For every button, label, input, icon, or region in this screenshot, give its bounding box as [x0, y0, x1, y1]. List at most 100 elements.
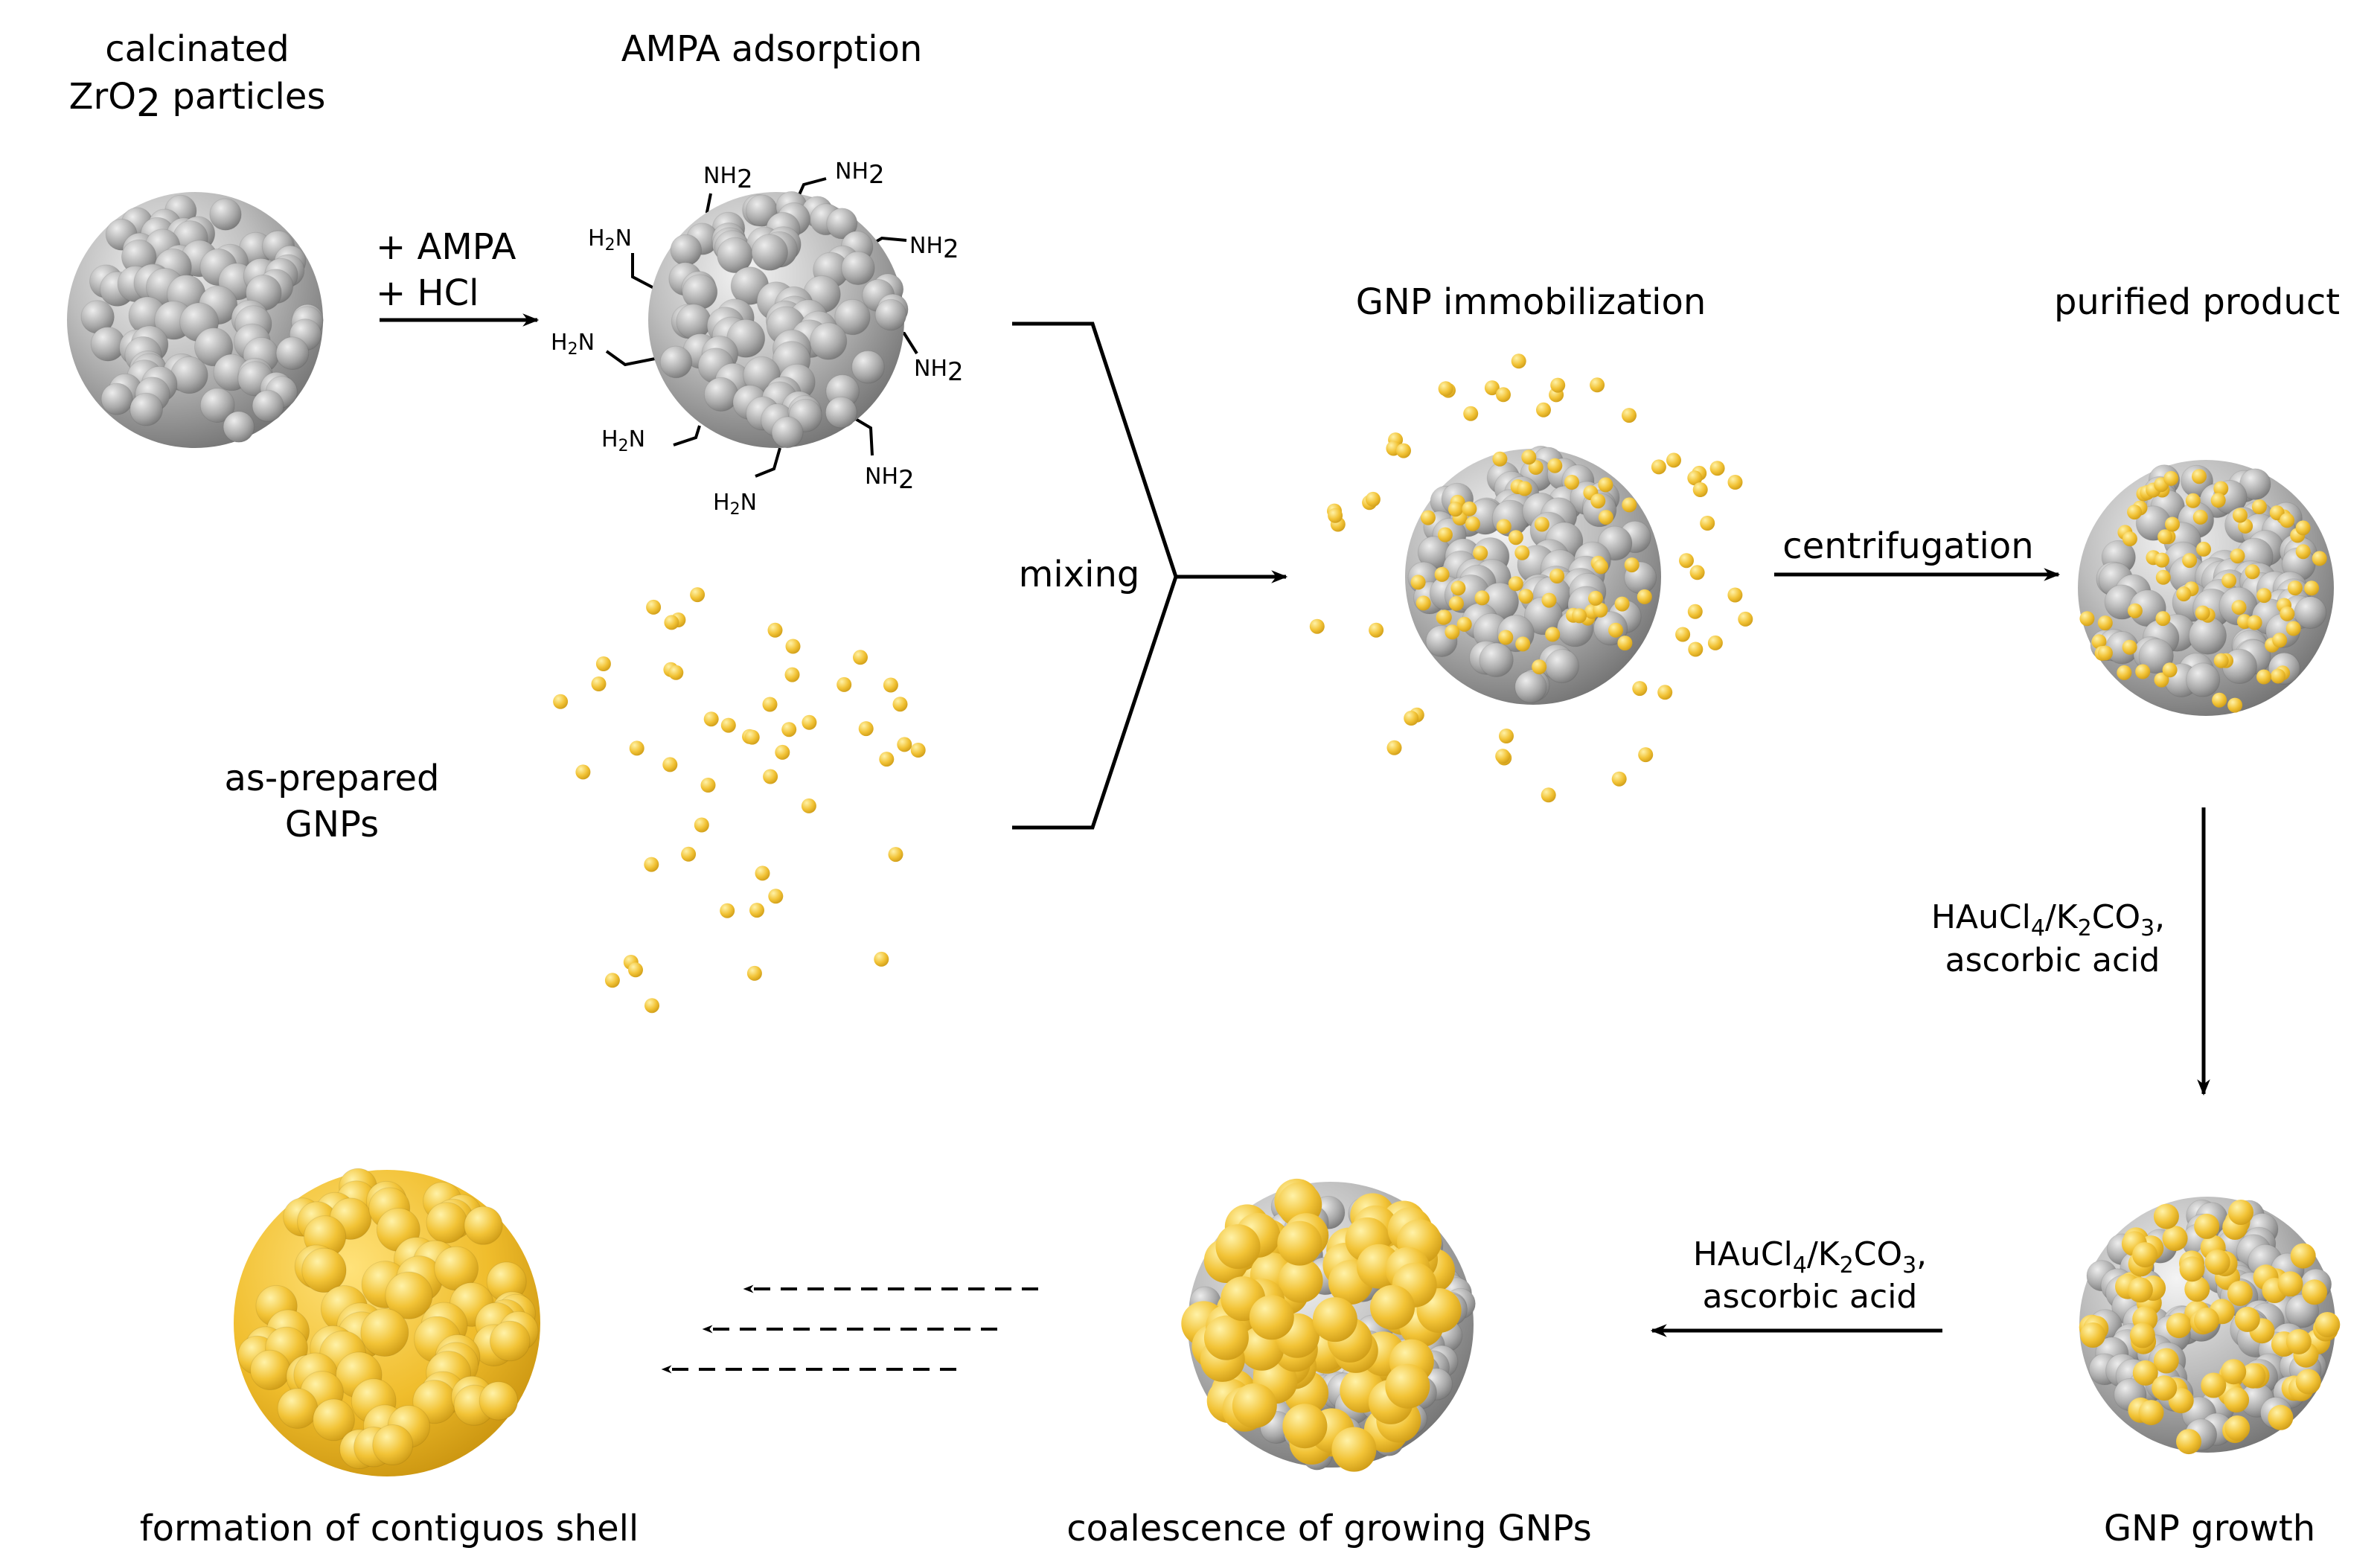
- gold-nanoparticle: [2152, 1375, 2178, 1401]
- gold-nanoparticle: [802, 714, 817, 730]
- bead: [841, 251, 875, 286]
- gold-nanoparticle: [1511, 353, 1526, 369]
- reagent-haucl-sub: 4: [2031, 915, 2045, 941]
- gold-nanoparticle: [1484, 380, 1500, 396]
- bead: [659, 345, 693, 379]
- gold-nanoparticle: [883, 677, 898, 693]
- bead: [676, 304, 711, 339]
- gold-nanoparticle: [2196, 541, 2211, 557]
- gold-nanoparticle: [1632, 681, 1648, 697]
- bead: [250, 1349, 291, 1391]
- zro2-particle: [67, 192, 324, 448]
- gold-nanoparticle: [763, 769, 778, 784]
- gold-nanoparticle: [2166, 1313, 2192, 1339]
- bead: [252, 389, 284, 422]
- calcinated-label: calcinated: [105, 28, 289, 70]
- gold-nanoparticle: [2272, 633, 2288, 648]
- gold-nanoparticle: [1396, 443, 1411, 458]
- gold-nanoparticle: [1689, 565, 1705, 580]
- gold-nanoparticle: [1437, 527, 1453, 543]
- gold-nanoparticle: [1541, 787, 1556, 803]
- gold-nanoparticle: [2213, 653, 2229, 668]
- gold-nanoparticle: [2224, 1415, 2251, 1441]
- bead: [489, 1320, 531, 1362]
- gold-nanoparticle: [874, 951, 889, 967]
- bead: [834, 298, 871, 336]
- purified-product-label: purified product: [2054, 281, 2340, 323]
- bead: [809, 322, 848, 360]
- bead: [670, 234, 703, 266]
- as-prepared-gnps: [553, 587, 926, 1014]
- gold-nanoparticle: [1598, 510, 1613, 525]
- gold-nanoparticle: [2165, 516, 2180, 532]
- gold-nanoparticle: [2212, 692, 2227, 708]
- gold-nanoparticle: [2302, 1279, 2327, 1305]
- gold-nanoparticle: [2117, 665, 2132, 680]
- bead: [372, 1424, 414, 1465]
- gold-nanoparticle: [591, 676, 607, 691]
- particles-text: particles: [161, 76, 325, 118]
- gold-nanoparticle: [2129, 1322, 2155, 1348]
- gnp-immobilization-label: GNP immobilization: [1356, 281, 1706, 323]
- nh2-label: NH2: [865, 464, 915, 495]
- bead: [2186, 662, 2221, 697]
- reagent-co-sub: 3: [2140, 915, 2155, 941]
- gold-nanoparticle: [1473, 545, 1488, 561]
- gold-nanoparticle: [2204, 1249, 2230, 1275]
- gold-nanoparticle: [646, 599, 662, 615]
- gold-nanoparticle: [629, 740, 644, 756]
- bead: [301, 1247, 347, 1293]
- gold-nanoparticle: [2233, 508, 2248, 523]
- amine-labels: NH2 NH2 NH2 NH2 NH2 H2N H2N H2N H2N: [551, 159, 964, 519]
- gold-nanoparticle: [1534, 516, 1549, 532]
- gold-nanoparticle: [2132, 1360, 2158, 1386]
- gold-nanoparticle: [910, 743, 926, 758]
- bead: [199, 388, 235, 423]
- gold-nanoparticle: [1447, 502, 1463, 517]
- gold-nanoparticle: [755, 865, 770, 881]
- gold-nanoparticle: [1515, 636, 1531, 652]
- gold-nanoparticle: [1545, 627, 1561, 642]
- gold-nanoparticle: [1420, 510, 1436, 525]
- gold-nanoparticle: [1624, 557, 1640, 573]
- gold-nanoparticle: [1517, 481, 1532, 496]
- gold-nanoparticle: [644, 857, 659, 872]
- gold-nanoparticle: [784, 667, 800, 682]
- reagent2-comma: ,: [1916, 1235, 1927, 1273]
- gold-nanoparticle: [888, 847, 903, 863]
- gold-nanoparticle: [2079, 611, 2095, 627]
- gold-nanoparticle: [2234, 1306, 2260, 1332]
- gold-nanoparticle: [668, 665, 684, 680]
- reagent2-k: /K: [1807, 1235, 1840, 1273]
- gnp-growth-label: GNP growth: [2104, 1508, 2315, 1549]
- gold-nanoparticle: [1622, 408, 1637, 423]
- bead: [129, 392, 164, 426]
- amine-arm: [605, 350, 656, 367]
- gold-nanoparticle: [2280, 513, 2295, 528]
- reagent-k: /K: [2045, 898, 2079, 936]
- gold-nanoparticle: [2210, 493, 2226, 508]
- gold-nanoparticle: [1370, 1284, 1415, 1330]
- gold-nanoparticle: [781, 722, 797, 737]
- bead: [874, 298, 907, 331]
- gold-nanoparticle: [628, 962, 643, 978]
- gold-nanoparticle: [2230, 548, 2245, 564]
- bead: [1479, 642, 1514, 677]
- gold-nanoparticle: [2097, 615, 2113, 631]
- gold-nanoparticle: [2227, 1281, 2253, 1306]
- gold-nanoparticle: [1331, 1427, 1377, 1472]
- bead: [703, 377, 739, 412]
- gold-nanoparticle: [2268, 1404, 2294, 1430]
- gold-nanoparticle: [1386, 740, 1402, 755]
- gold-nanoparticle: [2157, 529, 2173, 545]
- gold-nanoparticle: [2138, 1400, 2164, 1426]
- gold-nanoparticle: [1588, 590, 1603, 606]
- gold-nanoparticle: [1203, 1315, 1249, 1360]
- gnp-growth-particle: [2079, 1197, 2341, 1455]
- gold-nanoparticle: [2231, 600, 2247, 615]
- gold-nanoparticle: [664, 615, 679, 630]
- gold-nanoparticle: [1495, 749, 1511, 764]
- gold-nanoparticle: [1590, 377, 1605, 393]
- gold-nanoparticle: [2162, 662, 2178, 678]
